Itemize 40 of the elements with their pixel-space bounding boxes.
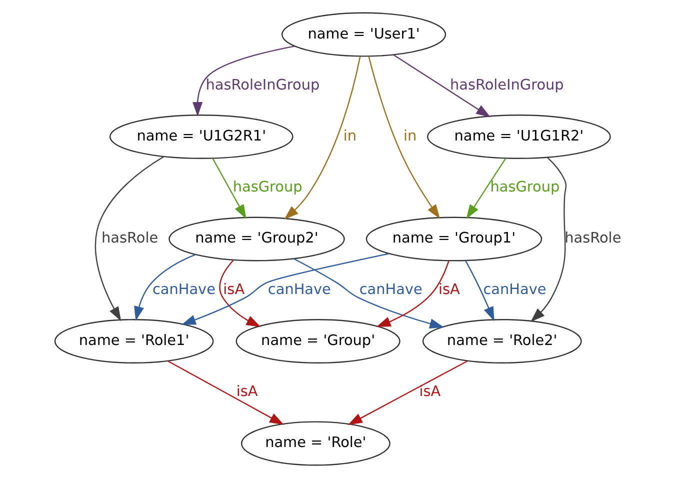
edge-label: isA (236, 384, 258, 400)
arrow (530, 157, 567, 322)
arrow (284, 56, 361, 220)
edge-label: in (343, 128, 357, 144)
arrow (94, 156, 164, 322)
edge-label: isA (223, 282, 245, 298)
edge-label: canHave (483, 282, 546, 298)
edge-label: isA (419, 384, 441, 400)
edge-label: hasRole (564, 230, 622, 247)
edge-label: hasRoleInGroup (450, 77, 564, 94)
arrow (293, 258, 444, 329)
arrow (464, 260, 494, 322)
node-ellipse: name = 'Role1' (54, 318, 214, 364)
arrow (466, 158, 506, 220)
arrow (348, 360, 468, 426)
edge-label: hasRoleInGroup (206, 77, 320, 94)
arrow (219, 260, 261, 328)
edge-label: in (404, 128, 417, 144)
node-ellipse: name = 'U1G1R2' (427, 114, 611, 160)
arrow (192, 46, 295, 116)
node-ellipse: name = 'Group' (236, 318, 400, 364)
node-ellipse: name = 'U1G2R1' (109, 114, 294, 160)
arrow (134, 254, 196, 321)
node-ellipse: name = 'Group1' (366, 216, 542, 262)
node-ellipse: name = 'Group2' (168, 216, 345, 262)
node-ellipse: name = 'Role' (240, 421, 390, 466)
edge-label: hasGroup (232, 180, 302, 196)
edge-label: isA (438, 282, 460, 298)
arrow (212, 158, 246, 220)
edge-label: canHave (152, 282, 216, 298)
arrow (167, 360, 284, 425)
edge-label: hasGroup (490, 180, 560, 196)
node-ellipse: name = 'User1' (281, 12, 446, 57)
edge-label: canHave (268, 282, 331, 298)
arrow (376, 260, 450, 327)
arrow (393, 54, 490, 118)
edge-label: hasRole (102, 230, 158, 247)
arrow (181, 253, 390, 325)
arrow (368, 56, 440, 219)
edge-label: canHave (359, 282, 422, 298)
